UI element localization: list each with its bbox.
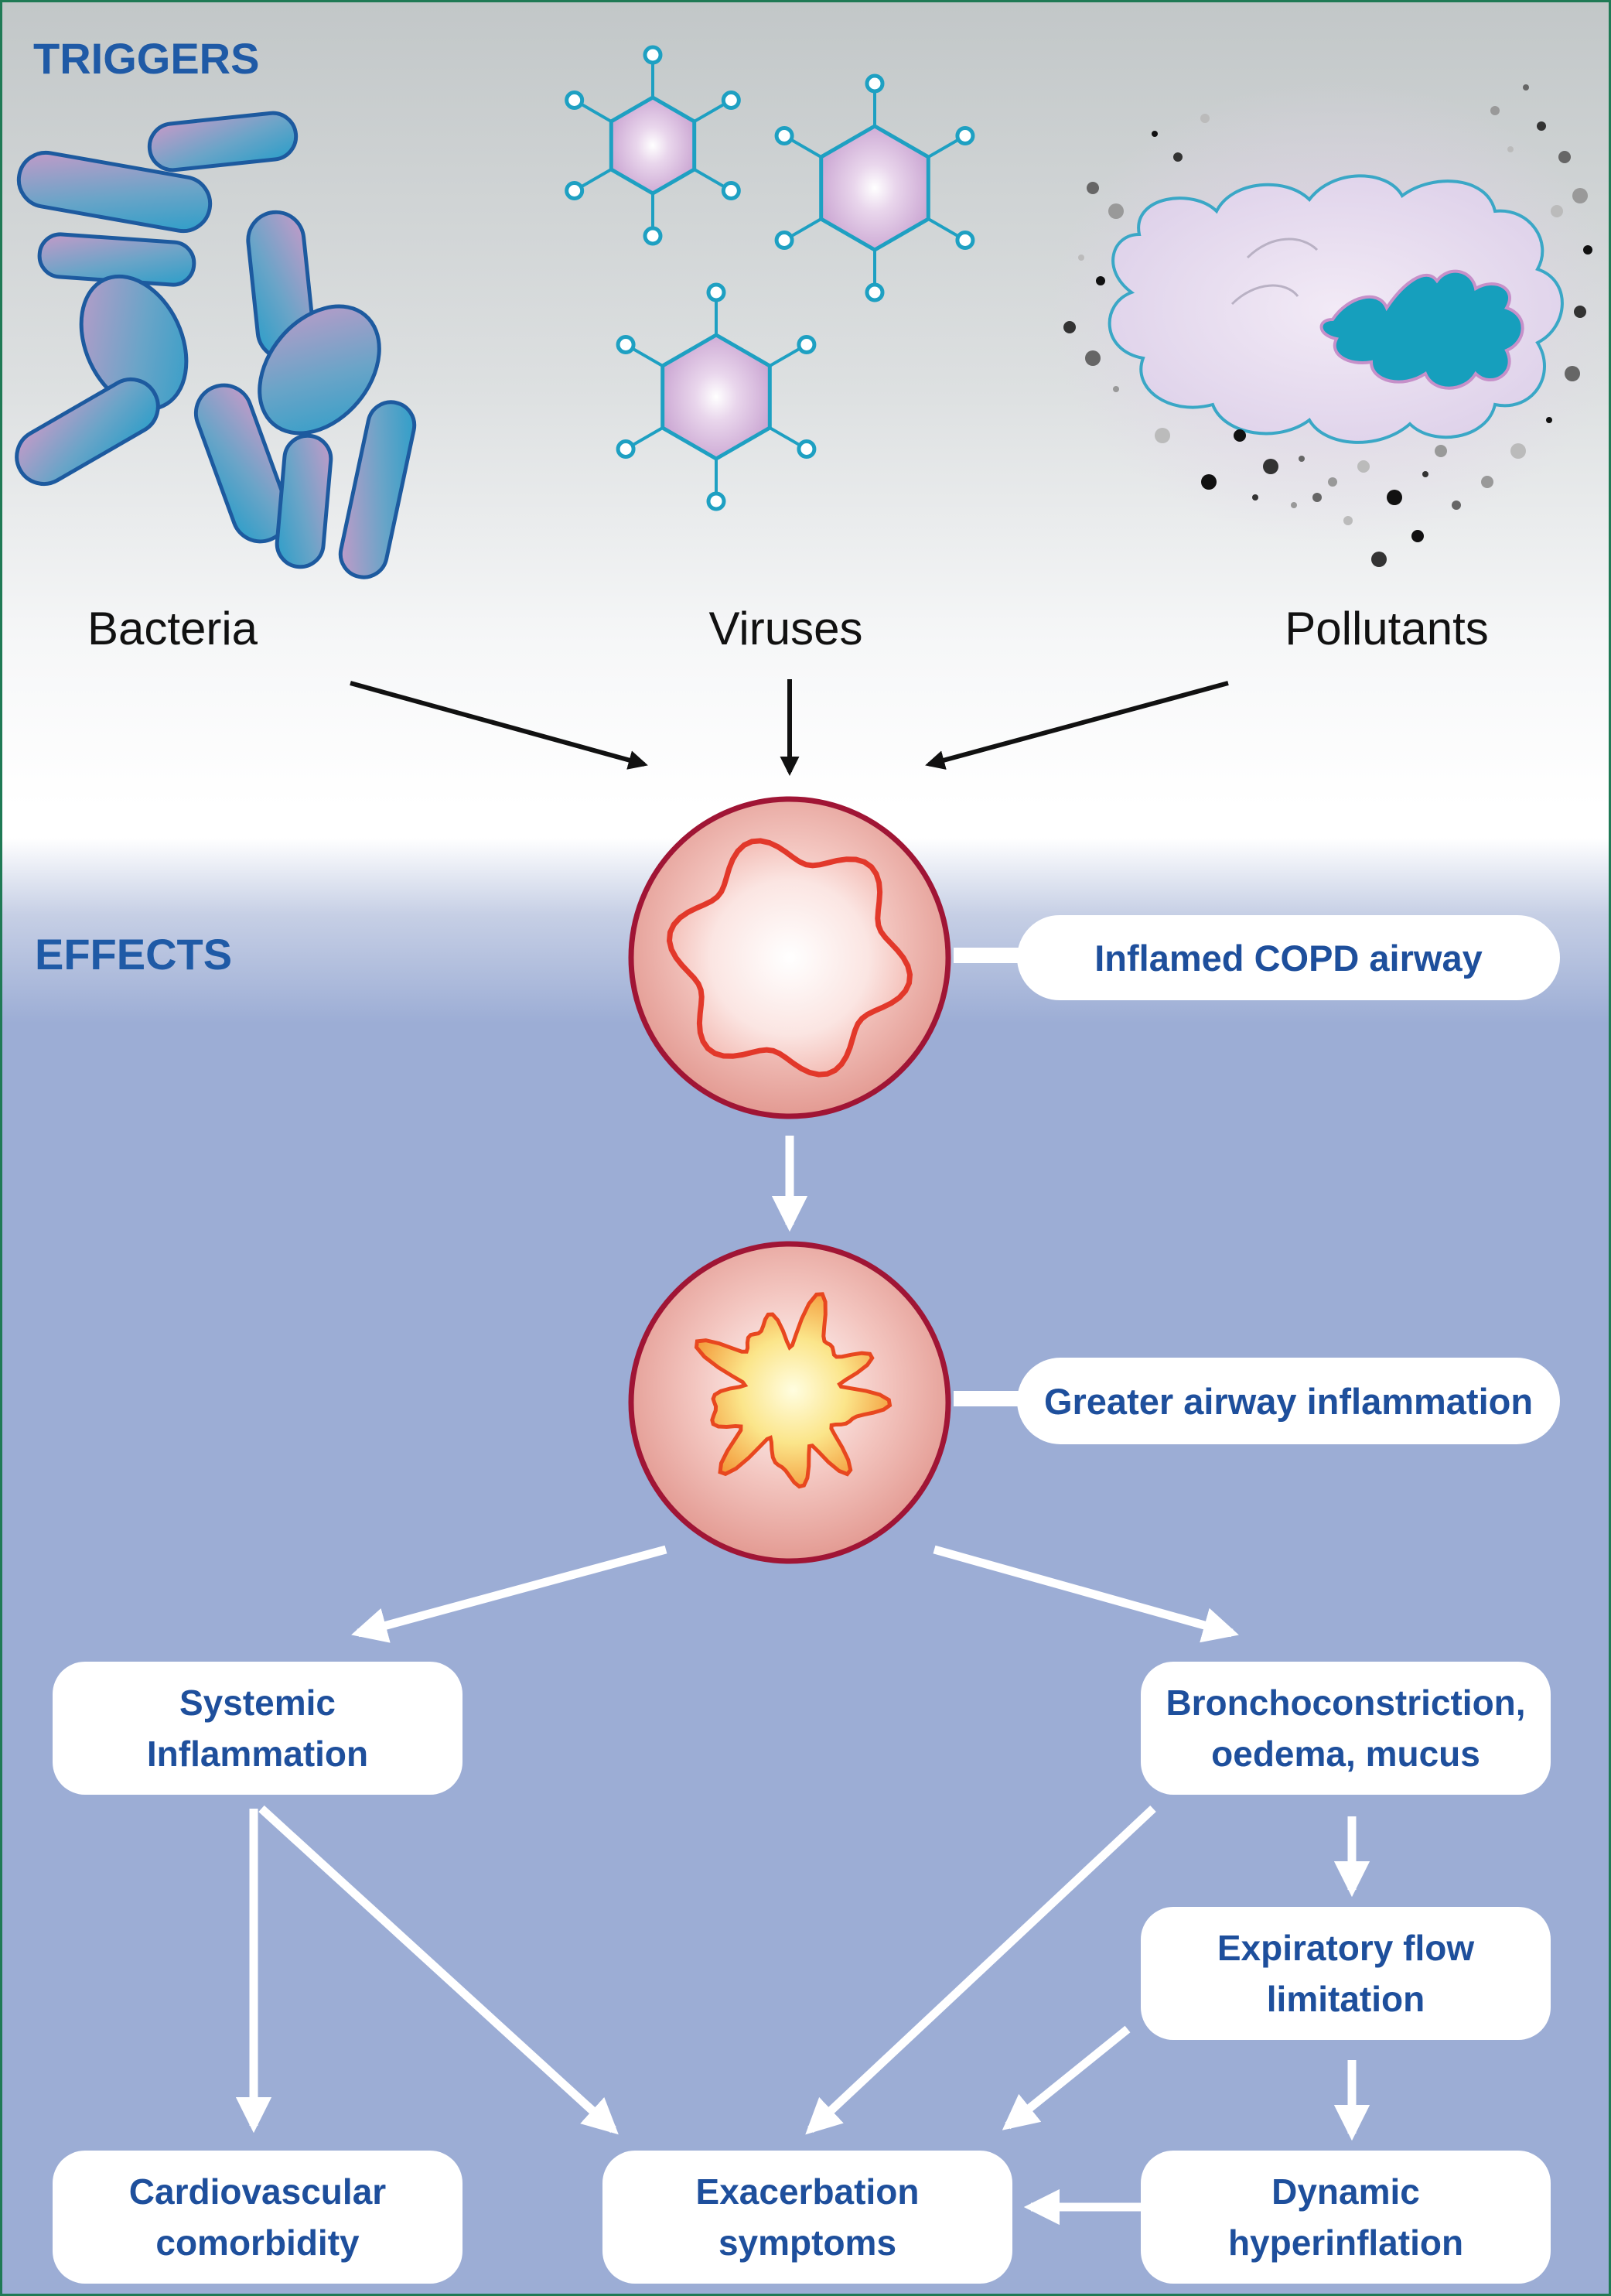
- arrow-systemic-to-exacerbation: [258, 1805, 619, 2135]
- trigger-arrows: [350, 679, 1229, 777]
- greater-inflammation-illustration: [628, 1241, 951, 1564]
- box-line: Systemic: [179, 1683, 336, 1723]
- pill-inflamed-copd-airway: Inflamed COPD airway: [1017, 915, 1560, 1000]
- bacterium-rod: [338, 400, 417, 579]
- box-line: symptoms: [718, 2223, 897, 2263]
- connector-greater: [954, 1391, 1031, 1406]
- box-systemic-inflammation: Systemic Inflammation: [53, 1662, 462, 1795]
- arrow-expiratory-to-exacerbation: [1002, 2025, 1131, 2130]
- arrow-broncho-to-exacerbation: [805, 1805, 1156, 2135]
- box-line: oedema, mucus: [1211, 1734, 1480, 1774]
- label-viruses: Viruses: [708, 603, 863, 654]
- arrow-greater-to-broncho: [933, 1545, 1239, 1643]
- box-line: Cardiovascular: [128, 2171, 387, 2212]
- pill-greater-airway-inflammation: Greater airway inflammation: [1017, 1358, 1560, 1444]
- virus-particle: [616, 282, 817, 511]
- pollutant-dots: [1063, 84, 1592, 567]
- label-bacteria: Bacteria: [87, 603, 258, 654]
- bacterium-cocco: [258, 304, 381, 436]
- label-pollutants: Pollutants: [1285, 603, 1489, 654]
- box-line: comorbidity: [155, 2223, 360, 2263]
- bacterium-cocco: [79, 274, 189, 412]
- box-line: limitation: [1266, 1979, 1425, 2019]
- bacteria-illustration: [15, 111, 417, 579]
- box-line: Expiratory flow: [1217, 1928, 1475, 1968]
- box-expiratory-flow-limitation: Expiratory flow limitation: [1141, 1907, 1551, 2040]
- bacterium-rod: [193, 383, 291, 544]
- bacterium-rod: [15, 378, 160, 486]
- section-triggers: TRIGGERS: [33, 34, 260, 83]
- pollutant-particle-mass: [1319, 269, 1524, 390]
- box-line: Dynamic: [1271, 2171, 1420, 2212]
- virus-particle: [774, 73, 975, 302]
- box-dynamic-hyperinflation: Dynamic hyperinflation: [1141, 2151, 1551, 2284]
- box-line: Bronchoconstriction,: [1166, 1683, 1526, 1723]
- bacterium-rod: [16, 150, 213, 234]
- bacterium-rod: [147, 111, 299, 173]
- box-exacerbation-symptoms: Exacerbation symptoms: [602, 2151, 1012, 2284]
- arrow-bacteria-to-airway: [350, 681, 648, 770]
- flow-arrows: [235, 1136, 1370, 2226]
- box-line: Inflammation: [146, 1734, 369, 1774]
- bacterium-rod: [275, 433, 333, 569]
- box-bronchoconstriction: Bronchoconstriction, oedema, mucus: [1141, 1662, 1551, 1795]
- virus-particle: [565, 45, 741, 246]
- pollutant-illustration: [1050, 80, 1609, 567]
- arrow-pollutants-to-airway: [925, 681, 1229, 770]
- airway-lumen: [666, 838, 913, 1078]
- inflamed-lumen: [694, 1292, 893, 1489]
- box-cardiovascular-comorbidity: Cardiovascular comorbidity: [53, 2151, 462, 2284]
- arrow-greater-to-systemic: [351, 1545, 667, 1643]
- inflamed-airway-illustration: [628, 796, 951, 1119]
- connector-inflamed: [954, 948, 1031, 963]
- virus-illustration: [565, 45, 975, 511]
- section-effects: EFFECTS: [35, 930, 233, 979]
- box-line: hyperinflation: [1227, 2223, 1464, 2263]
- box-line: Exacerbation: [695, 2171, 920, 2212]
